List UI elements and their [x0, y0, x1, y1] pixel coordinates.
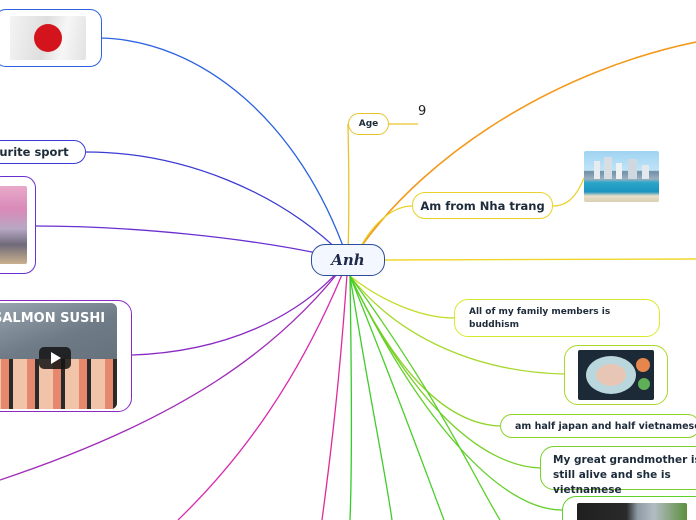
family-religion-label: All of my family members is buddhism [469, 307, 611, 330]
branch-japan [99, 37, 349, 261]
branch-pink-bottom [321, 259, 349, 520]
seaweed-photo-icon [577, 503, 687, 520]
family-religion-node[interactable]: All of my family members is buddhism [454, 299, 660, 337]
play-icon[interactable] [39, 347, 71, 369]
cherry-blossom-photo-icon [0, 186, 27, 264]
branch-video [131, 259, 349, 356]
age-node[interactable]: Age [348, 113, 389, 135]
hometown-label: Am from Nha trang [420, 198, 545, 213]
central-topic-label: Anh [331, 251, 365, 269]
branch-green-3 [349, 275, 393, 520]
japan-flag-node[interactable] [0, 9, 102, 67]
branch-sport [85, 151, 349, 261]
branch-green-4 [349, 275, 353, 520]
grandmother-node[interactable]: My great grandmother is still alive and … [540, 446, 696, 496]
sushi-plate-node[interactable] [564, 345, 668, 405]
favourite-sport-node[interactable]: Favourite sport [0, 140, 86, 164]
salmon-sushi-video-node[interactable]: SALMON SUSHI [0, 300, 132, 412]
branch-age [347, 123, 350, 261]
branch-blossom [35, 225, 349, 261]
branch-orange [359, 41, 696, 249]
central-topic[interactable]: Anh [311, 244, 385, 276]
video-title: SALMON SUSHI [0, 311, 106, 326]
branch-left-bottom [177, 259, 349, 520]
cherry-blossom-node[interactable] [0, 176, 36, 274]
heritage-label: am half japan and half vietnamese [515, 420, 696, 432]
seaweed-node[interactable] [562, 496, 696, 520]
branch-religion [349, 275, 455, 319]
beach-city-photo-icon[interactable] [584, 151, 659, 202]
branch-sushi [349, 275, 565, 375]
branch-left-lower [0, 259, 349, 481]
video-thumbnail: SALMON SUSHI [0, 303, 117, 409]
sushi-plate-photo-icon [578, 350, 654, 400]
grandmother-label: My great grandmother is still alive and … [553, 454, 696, 496]
heritage-node[interactable]: am half japan and half vietnamese [500, 414, 696, 438]
branch-hometown [359, 205, 413, 249]
branch-yellow-right [383, 258, 696, 261]
hometown-node[interactable]: Am from Nha trang [412, 192, 553, 219]
branch-green-1 [349, 275, 501, 520]
age-value: 9 [418, 104, 427, 119]
japan-flag-icon [10, 16, 86, 60]
age-label: Age [358, 119, 379, 129]
favourite-sport-label: Favourite sport [0, 145, 69, 159]
branch-green-2 [349, 275, 445, 520]
branch-hometown-photo [552, 177, 585, 207]
